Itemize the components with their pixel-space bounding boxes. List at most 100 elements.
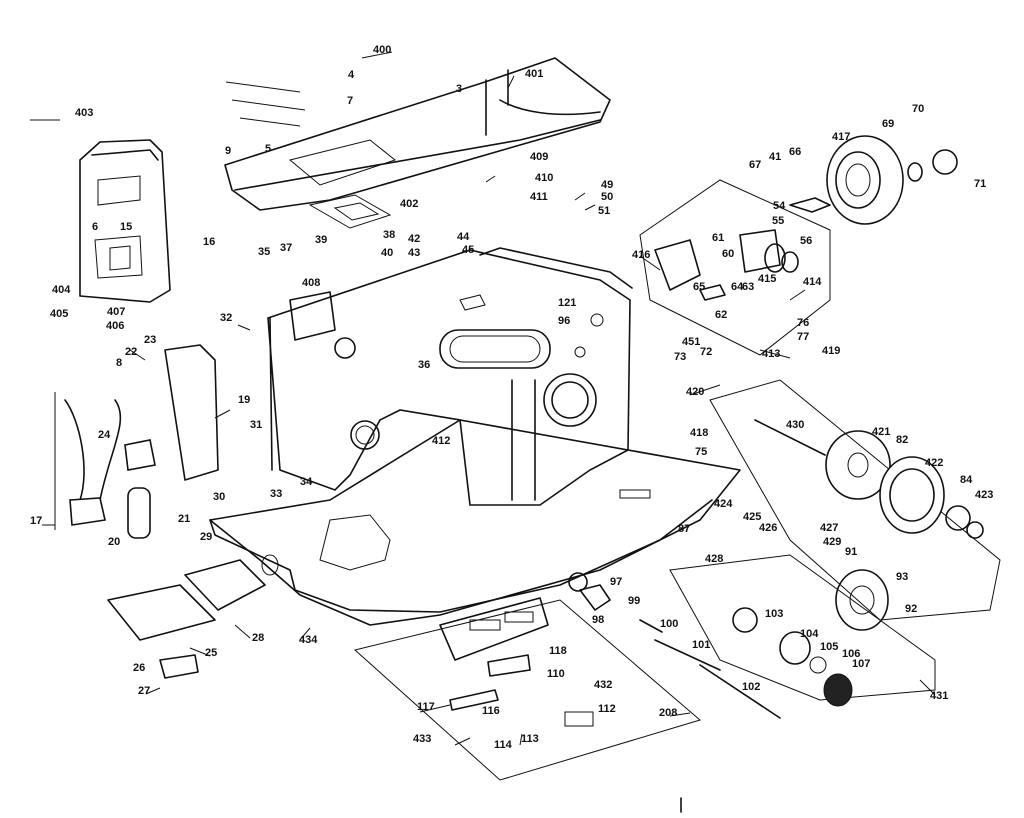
callout-label: 63: [742, 281, 754, 293]
callout-label: 422: [925, 457, 943, 469]
callout-label: 27: [138, 685, 150, 697]
callout-label: 432: [594, 679, 612, 691]
callout-label: 110: [547, 668, 565, 680]
callout-label: 40: [381, 247, 393, 259]
callout-label: 416: [632, 249, 650, 261]
motor-pulley-group: [709, 379, 1001, 621]
callout-labels: 400 401 3 4 7 9 5 409 410 402 411 49 50 …: [30, 44, 993, 751]
callout-label: 82: [896, 434, 908, 446]
callout-label: 87: [678, 523, 690, 535]
callout-label: 23: [144, 334, 156, 346]
callout-label: 116: [482, 705, 500, 717]
callout-label: 403: [75, 107, 93, 119]
callout-label: 407: [107, 306, 125, 318]
callout-label: 91: [845, 546, 857, 558]
callout-label: 434: [299, 634, 318, 646]
callout-label: 35: [258, 246, 270, 258]
callout-label: 66: [789, 146, 801, 158]
feed-mechanism-group: [639, 179, 831, 356]
top-cover-assembly: [224, 57, 611, 229]
callout-label: 22: [125, 346, 137, 358]
callout-label: 426: [759, 522, 777, 534]
callout-label: 430: [786, 419, 804, 431]
callout-label: 121: [558, 297, 576, 309]
machine-body: [267, 247, 633, 506]
callout-label: 411: [530, 191, 548, 203]
callout-label: 7: [347, 95, 353, 107]
callout-label: 97: [610, 576, 622, 588]
callout-label: 55: [772, 215, 784, 227]
callout-label: 30: [213, 491, 225, 503]
callout-label: 402: [400, 198, 418, 210]
callout-label: 60: [722, 248, 734, 260]
callout-label: 8: [116, 357, 122, 369]
callout-label: 423: [975, 489, 993, 501]
callout-label: 20: [108, 536, 120, 548]
callout-label: 4: [348, 69, 355, 81]
callout-label: 118: [549, 645, 567, 657]
callout-label: 19: [238, 394, 250, 406]
callout-label: 41: [769, 151, 781, 163]
callout-label: 410: [535, 172, 553, 184]
callout-label: 15: [120, 221, 132, 233]
callout-label: 433: [413, 733, 431, 745]
callout-label: 69: [882, 118, 894, 130]
hook-drive-group: [639, 554, 936, 719]
callout-label: 3: [456, 83, 462, 95]
callout-label: 73: [674, 351, 686, 363]
callout-label: 38: [383, 229, 395, 241]
callout-label: 32: [220, 312, 232, 324]
callout-label: 21: [178, 513, 190, 525]
callout-label: 29: [200, 531, 212, 543]
callout-label: 114: [494, 739, 513, 751]
callout-label: 107: [852, 658, 870, 670]
callout-label: 51: [598, 205, 610, 217]
callout-label: 405: [50, 308, 68, 320]
callout-label: 92: [905, 603, 917, 615]
callout-label: 429: [823, 536, 841, 548]
callout-label: 25: [205, 647, 217, 659]
leader-lines: [42, 51, 936, 746]
callout-label: 9: [225, 145, 231, 157]
callout-label: 75: [695, 446, 707, 458]
callout-label: 100: [660, 618, 678, 630]
callout-label: 418: [690, 427, 708, 439]
callout-label: 67: [749, 159, 761, 171]
callout-label: 43: [408, 247, 420, 259]
callout-label: 72: [700, 346, 712, 358]
callout-label: 65: [693, 281, 705, 293]
callout-label: 64: [731, 281, 744, 293]
callout-label: 49: [601, 179, 613, 191]
callout-label: 6: [92, 221, 98, 233]
callout-label: 412: [432, 435, 450, 447]
callout-label: 37: [280, 242, 292, 254]
callout-label: 408: [302, 277, 320, 289]
callout-label: 31: [250, 419, 262, 431]
callout-label: 401: [525, 68, 543, 80]
callout-label: 62: [715, 309, 727, 321]
callout-label: 44: [457, 231, 470, 243]
callout-label: 404: [52, 284, 71, 296]
wiring-and-bracket: [54, 344, 219, 539]
callout-label: 42: [408, 233, 420, 245]
callout-label: 17: [30, 515, 42, 527]
callout-label: 70: [912, 103, 924, 115]
callout-label: 24: [98, 429, 111, 441]
callout-label: 421: [872, 426, 890, 438]
callout-label: 16: [203, 236, 215, 248]
callout-label: 117: [417, 701, 435, 713]
callout-label: 431: [930, 690, 948, 702]
callout-label: 102: [742, 681, 760, 693]
callout-label: 26: [133, 662, 145, 674]
callout-label: 415: [758, 273, 776, 285]
callout-label: 45: [462, 244, 474, 256]
callout-label: 419: [822, 345, 840, 357]
side-cover-assembly: [30, 119, 171, 303]
callout-label: 106: [842, 648, 860, 660]
callout-label: 406: [106, 320, 124, 332]
callout-label: 103: [765, 608, 783, 620]
callout-label: 99: [628, 595, 640, 607]
callout-label: 34: [300, 476, 313, 488]
callout-label: 424: [714, 498, 733, 510]
bed-plates: [107, 554, 279, 679]
